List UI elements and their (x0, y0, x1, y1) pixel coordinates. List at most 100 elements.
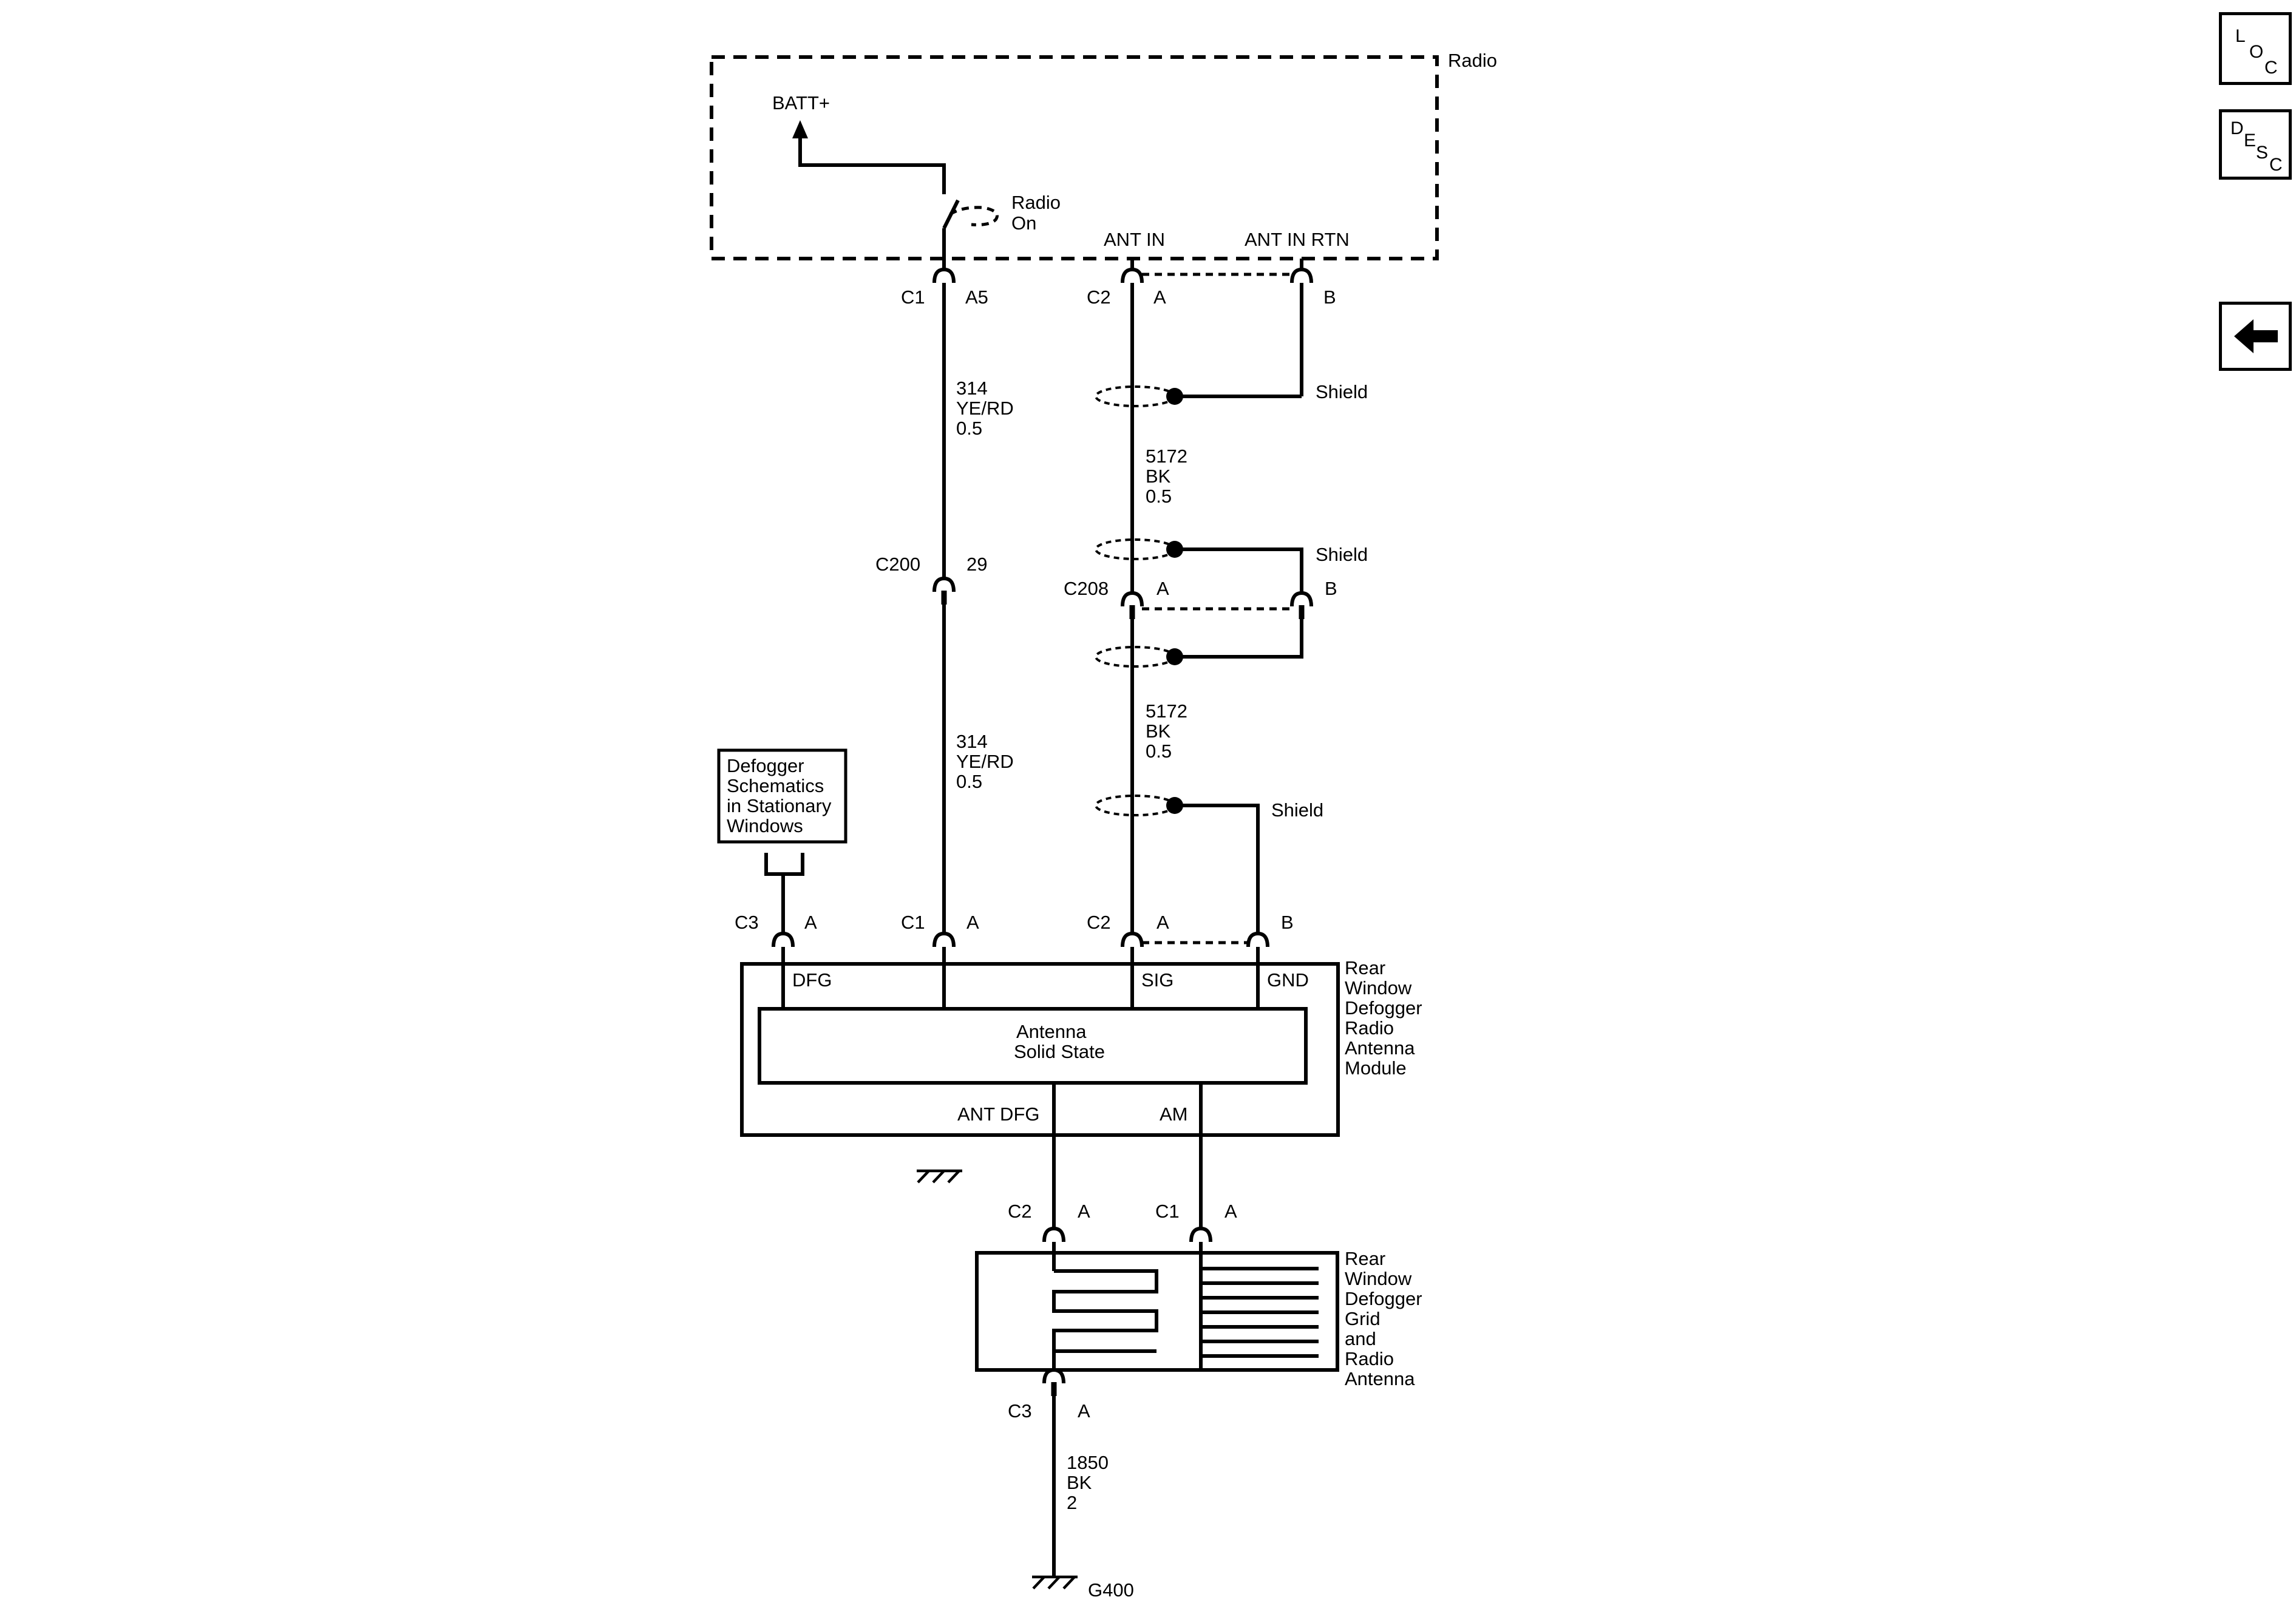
shield-4-wire (1175, 804, 1260, 934)
left-arrow-icon (2234, 319, 2278, 353)
shield-4-label: Shield (1271, 799, 1323, 821)
desc-button[interactable]: D E S C (2219, 109, 2292, 180)
desc-letter-c: C (2269, 155, 2283, 175)
c208-b-label: B (1325, 578, 1337, 599)
pin-am-label: AM (1160, 1103, 1188, 1125)
c200-label: C200 (875, 554, 920, 575)
c200-pin-label: 29 (966, 554, 987, 575)
c1-module-connector (932, 931, 956, 947)
loc-button[interactable]: L O C (2219, 12, 2292, 85)
c1-grid-label: C1 (1155, 1201, 1180, 1222)
grid-name-1: Rear (1345, 1248, 1385, 1269)
c208-a-label: A (1156, 578, 1169, 599)
c2-grid-label: C2 (1008, 1201, 1032, 1222)
w5172-bottom-1: 5172 (1146, 700, 1187, 722)
desc-letter-d: D (2230, 118, 2244, 138)
shield-3-dot (1166, 648, 1183, 665)
pin-ant-dfg-label: ANT DFG (957, 1103, 1040, 1125)
a5-radio-label: A5 (965, 286, 988, 308)
defogger-ref-1: Defogger (727, 755, 804, 776)
c2-radio-a-label: A (1153, 286, 1166, 308)
loc-letter-c: C (2264, 58, 2278, 78)
g400-ground-symbol (1032, 1575, 1078, 1590)
module-name-1: Rear (1345, 957, 1385, 978)
c1-module-label: C1 (901, 912, 925, 933)
shield-1-dot (1166, 388, 1183, 405)
w1850-1: 1850 (1067, 1452, 1109, 1473)
antenna-module-box (740, 962, 1340, 1137)
w5172-bottom-3: 0.5 (1146, 741, 1172, 762)
c2-module-a-label: A (1156, 912, 1169, 933)
shield-3-ellipse (1095, 646, 1176, 668)
defogger-ref-4: Windows (727, 815, 803, 836)
defogger-ref-box[interactable] (717, 748, 847, 844)
module-name-3: Defogger (1345, 997, 1422, 1019)
shield-1-ellipse (1095, 385, 1176, 407)
c2-module-b-connector (1246, 931, 1269, 947)
module-name-6: Module (1345, 1057, 1407, 1079)
g400-label: G400 (1088, 1579, 1134, 1601)
radio-title: Radio (1448, 50, 1497, 71)
antenna-solid-state-box (758, 1007, 1308, 1085)
c2-a-radio-connector (1121, 267, 1144, 283)
desc-letter-e: E (2244, 131, 2257, 151)
batt-arrow (792, 120, 808, 138)
module-ground-symbol (917, 1169, 962, 1184)
grid-name-6: Radio (1345, 1348, 1394, 1369)
c208-b-connector (1290, 591, 1313, 607)
w5172-top-1: 5172 (1146, 446, 1187, 467)
c1-module-a-label: A (966, 912, 979, 933)
shield-4-ellipse (1095, 795, 1176, 816)
c3-module-a-label: A (804, 912, 817, 933)
grid-name-7: Antenna (1345, 1368, 1415, 1389)
c3-grid-label: C3 (1008, 1400, 1032, 1422)
c2-radio-label: C2 (1087, 286, 1111, 308)
c2-radio-b-label: B (1323, 286, 1336, 308)
solid-state-2: Solid State (1014, 1041, 1105, 1062)
radio-on-label-2: On (1011, 212, 1036, 234)
pin-gnd-label: GND (1267, 969, 1309, 991)
w314-bottom-1: 314 (956, 731, 988, 752)
c2-grid-a-label: A (1078, 1201, 1090, 1222)
c2-grid-connector (1042, 1226, 1065, 1242)
w314-top-2: YE/RD (956, 398, 1014, 419)
w314-top-1: 314 (956, 378, 988, 399)
c1-grid-connector (1189, 1226, 1212, 1242)
c200-connector (932, 576, 956, 592)
shield-2-ellipse (1095, 538, 1176, 560)
shield-2-label: Shield (1316, 544, 1368, 565)
module-name-5: Antenna (1345, 1037, 1415, 1059)
shield-1-label: Shield (1316, 381, 1368, 402)
c2-module-b-label: B (1281, 912, 1294, 933)
pin-sig-label: SIG (1141, 969, 1173, 991)
pin-dfg-label: DFG (792, 969, 832, 991)
c2-b-radio-connector (1290, 267, 1313, 283)
radio-box (710, 55, 1439, 260)
module-name-2: Window (1345, 977, 1412, 998)
w314-top-3: 0.5 (956, 418, 982, 439)
shield-2-wire (1175, 547, 1303, 593)
c3-grid-a-label: A (1078, 1400, 1090, 1422)
defogger-ref-2: Schematics (727, 775, 824, 796)
grid-serpentine (1052, 1269, 1158, 1353)
w314-bottom-2: YE/RD (956, 751, 1014, 772)
solid-state-1: Antenna (1016, 1021, 1087, 1042)
batt-label: BATT+ (772, 92, 830, 114)
batt-wire (798, 138, 946, 194)
c3-module-connector (772, 931, 795, 947)
c2-module-a-connector (1121, 931, 1144, 947)
defogger-ref-3: in Stationary (727, 795, 832, 816)
w1850-2: BK (1067, 1472, 1092, 1493)
grid-name-3: Defogger (1345, 1288, 1422, 1309)
ant-in-rtn-label: ANT IN RTN (1245, 229, 1350, 250)
desc-letter-s: S (2256, 143, 2269, 163)
back-button[interactable] (2219, 302, 2292, 371)
w314-bottom-3: 0.5 (956, 771, 982, 792)
grid-name-2: Window (1345, 1268, 1412, 1289)
radio-on-label-1: Radio (1011, 192, 1061, 213)
c208-a-connector (1121, 591, 1144, 607)
c3-grid-connector (1042, 1368, 1065, 1384)
grid-name-5: and (1345, 1328, 1376, 1349)
ant-in-label: ANT IN (1104, 229, 1165, 250)
